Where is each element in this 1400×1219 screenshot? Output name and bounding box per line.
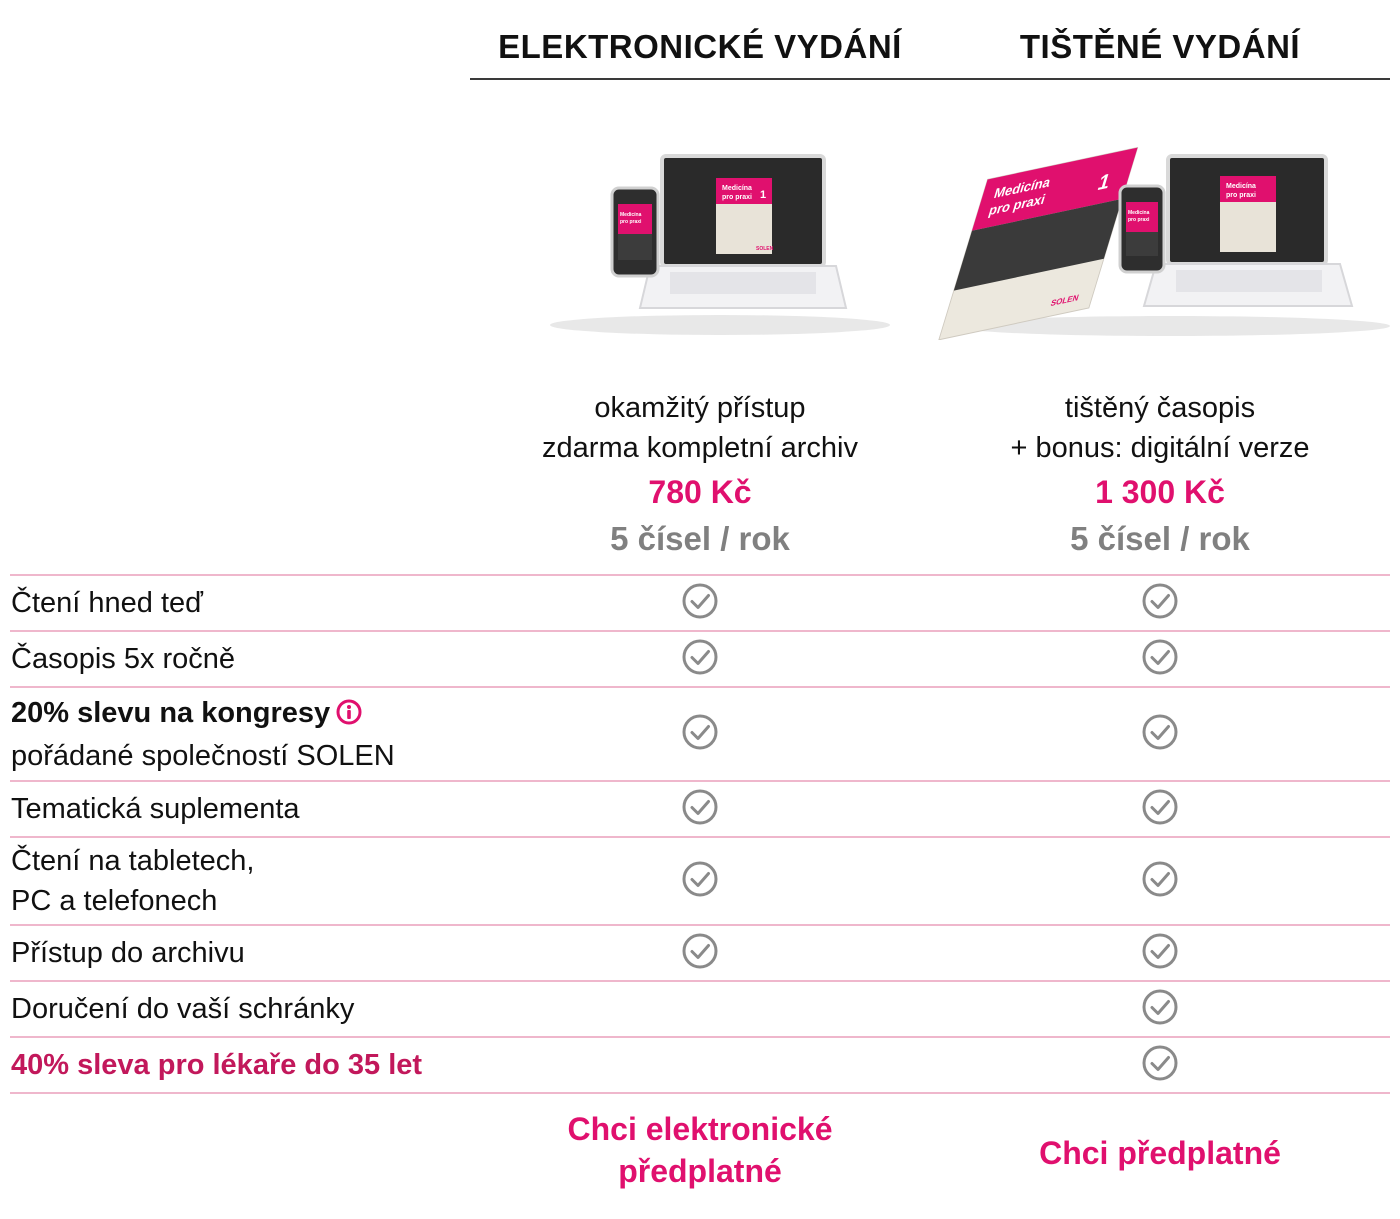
print-price: 1 300 Kč — [1095, 474, 1225, 510]
feature-row: Čtení hned teď — [10, 576, 1390, 632]
print-desc-line1: tištěný časopis — [1064, 392, 1256, 424]
print-cell — [930, 688, 1390, 780]
check-circle-icon — [681, 860, 719, 903]
feature-label: 20% slevu na kongresy pořádané společnos… — [10, 693, 470, 776]
check-circle-icon — [681, 582, 719, 625]
check-circle-icon — [681, 638, 719, 681]
svg-text:pro praxi: pro praxi — [1226, 192, 1256, 199]
check-circle-icon — [1141, 582, 1179, 625]
feature-label: Časopis 5x ročně — [11, 643, 236, 675]
electronic-cell — [470, 632, 930, 686]
electronic-cell — [470, 576, 930, 630]
electronic-cell — [470, 688, 930, 780]
feature-label-line2: PC a telefonech — [11, 885, 218, 917]
feature-row: Čtení na tabletech, PC a telefonech — [10, 838, 1390, 926]
electronic-description: okamžitý přístup zdarma kompletní archiv — [470, 388, 930, 468]
electronic-edition-image: Medicína pro praxi 1 SOLEN Medicína pro … — [540, 140, 900, 340]
electronic-frequency: 5 čísel / rok — [610, 520, 790, 557]
check-circle-icon — [1141, 988, 1179, 1031]
heading-electronic: ELEKTRONICKÉ VYDÁNÍ — [498, 28, 902, 65]
print-cell — [930, 982, 1390, 1036]
feature-row: Přístup do archivu — [10, 926, 1390, 982]
feature-table: Čtení hned teď Časopis 5x ročně 20% slev… — [10, 574, 1390, 1094]
electronic-desc-line2: zdarma kompletní archiv — [542, 432, 858, 464]
check-circle-icon — [681, 932, 719, 975]
print-description: tištěný časopis + bonus: digitální verze — [930, 388, 1390, 468]
check-circle-icon — [1141, 1044, 1179, 1087]
print-cell — [930, 576, 1390, 630]
print-cell — [930, 632, 1390, 686]
check-circle-icon — [1141, 932, 1179, 975]
heading-print: TIŠTĚNÉ VYDÁNÍ — [1019, 28, 1301, 65]
feature-label: Čtení hned teď — [11, 587, 203, 619]
feature-label: Přístup do archivu — [11, 937, 245, 969]
heading-divider — [470, 78, 1390, 80]
svg-text:Medicína: Medicína — [722, 185, 752, 192]
electronic-cell — [470, 926, 930, 980]
check-circle-icon — [1141, 713, 1179, 756]
print-cell — [930, 838, 1390, 924]
feature-row: Doručení do vaší schránky — [10, 982, 1390, 1038]
electronic-desc-line1: okamžitý přístup — [594, 392, 806, 424]
electronic-cell — [470, 1038, 930, 1092]
check-circle-icon — [1141, 860, 1179, 903]
feature-label: Doručení do vaší schránky — [11, 993, 355, 1025]
check-circle-icon — [681, 788, 719, 831]
feature-row: 40% sleva pro lékaře do 35 let — [10, 1038, 1390, 1094]
electronic-cell — [470, 838, 930, 924]
svg-text:pro praxi: pro praxi — [722, 194, 752, 201]
feature-label-promo: 40% sleva pro lékaře do 35 let — [11, 1049, 423, 1081]
svg-text:pro praxi: pro praxi — [1128, 217, 1150, 223]
info-circle-icon[interactable] — [336, 696, 362, 736]
electronic-cell — [470, 782, 930, 836]
print-edition-image: Medicína pro praxi Medicína pro praxi 1 … — [930, 140, 1390, 341]
feature-label-line2: pořádané společností SOLEN — [11, 739, 395, 772]
feature-label-bold: 20% slevu na kongresy — [11, 696, 331, 729]
svg-text:Medicína: Medicína — [1128, 210, 1150, 216]
check-circle-icon — [681, 713, 719, 756]
feature-row: 20% slevu na kongresy pořádané společnos… — [10, 688, 1390, 782]
svg-text:pro praxi: pro praxi — [620, 219, 642, 225]
svg-text:Medicína: Medicína — [620, 212, 642, 218]
cta-electronic-subscription[interactable]: Chci elektronické předplatné — [470, 1108, 930, 1192]
electronic-cell — [470, 982, 930, 1036]
print-desc-line2: + bonus: digitální verze — [1010, 432, 1310, 464]
feature-label: Tematická suplementa — [11, 793, 300, 825]
svg-text:Medicína: Medicína — [1226, 183, 1256, 190]
print-cell — [930, 782, 1390, 836]
svg-text:SOLEN: SOLEN — [756, 246, 774, 252]
print-frequency: 5 čísel / rok — [1070, 520, 1250, 557]
check-circle-icon — [1141, 638, 1179, 681]
cta-print-subscription[interactable]: Chci předplatné — [1039, 1135, 1281, 1171]
print-cell — [930, 1038, 1390, 1092]
feature-row: Časopis 5x ročně — [10, 632, 1390, 688]
check-circle-icon — [1141, 788, 1179, 831]
feature-label-line1: Čtení na tabletech, — [11, 845, 255, 877]
electronic-price: 780 Kč — [648, 474, 752, 510]
cta-electronic-line2[interactable]: předplatné — [618, 1153, 782, 1189]
cta-electronic-line1[interactable]: Chci elektronické — [567, 1111, 833, 1147]
print-cell — [930, 926, 1390, 980]
feature-row: Tematická suplementa — [10, 782, 1390, 838]
feature-label: Čtení na tabletech, PC a telefonech — [10, 841, 470, 921]
svg-text:1: 1 — [760, 189, 766, 201]
